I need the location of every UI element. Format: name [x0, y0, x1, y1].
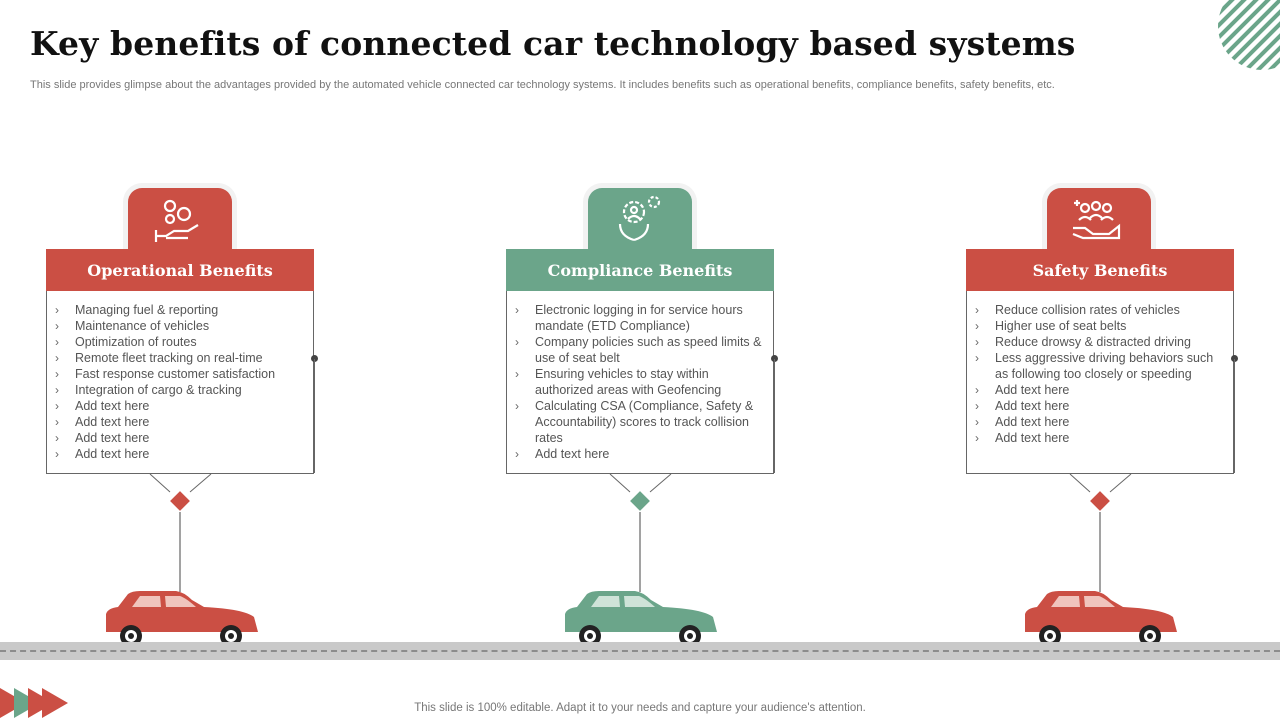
- operational-list-panel: ›Managing fuel & reporting ›Maintenance …: [46, 291, 314, 474]
- list-item: ›Add text here: [975, 431, 1070, 445]
- list-item: ›Add text here: [55, 447, 150, 461]
- diamond-marker: [170, 491, 190, 511]
- diamond-marker: [630, 491, 650, 511]
- operational-list: ›Managing fuel & reporting ›Maintenance …: [47, 291, 313, 462]
- list-item: ›Electronic logging in for service hours…: [515, 303, 743, 333]
- car-icon: [106, 591, 258, 647]
- diamond-marker: [1090, 491, 1110, 511]
- list-item: ›Add text here: [975, 383, 1070, 397]
- list-item: ›Add text here: [55, 431, 150, 445]
- list-item: ›Add text here: [975, 415, 1070, 429]
- arrow-triangles-decoration: [0, 688, 68, 718]
- list-item: ›Managing fuel & reporting: [55, 303, 219, 317]
- card-2-pointer: [609, 473, 672, 592]
- compliance-icon-tab: [588, 188, 692, 254]
- connector-line: [1234, 359, 1235, 473]
- list-item: ›Company policies such as speed limits &…: [515, 335, 762, 365]
- list-item: ›Fast response customer satisfaction: [55, 367, 276, 381]
- connector-dot: [1231, 355, 1238, 362]
- compliance-heading: Compliance Benefits: [506, 249, 774, 291]
- list-item: ›Add text here: [975, 399, 1070, 413]
- page-title: Key benefits of connected car technology…: [30, 24, 1076, 63]
- list-item: ›Add text here: [55, 399, 150, 413]
- safety-icon-tab: [1047, 188, 1151, 254]
- safety-list: ›Reduce collision rates of vehicles ›Hig…: [967, 291, 1233, 446]
- list-item: ›Higher use of seat belts: [975, 319, 1127, 333]
- connector-dot: [771, 355, 778, 362]
- footer-note: This slide is 100% editable. Adapt it to…: [414, 702, 866, 714]
- card-3-pointer: [1069, 473, 1132, 592]
- safety-heading: Safety Benefits: [966, 249, 1234, 291]
- list-item: ›Add text here: [55, 415, 150, 429]
- list-item: ›Reduce drowsy & distracted driving: [975, 335, 1191, 349]
- list-item: ›Maintenance of vehicles: [55, 319, 210, 333]
- connector-dot: [311, 355, 318, 362]
- list-item: ›Remote fleet tracking on real-time: [55, 351, 263, 365]
- car-icon: [565, 591, 717, 647]
- compliance-list: ›Electronic logging in for service hours…: [507, 291, 773, 462]
- page-subtitle: This slide provides glimpse about the ad…: [30, 79, 1055, 91]
- list-item: ›Less aggressive driving behaviors such …: [975, 351, 1214, 381]
- connector-line: [774, 359, 775, 473]
- compliance-list-panel: ›Electronic logging in for service hours…: [506, 291, 774, 474]
- list-item: ›Optimization of routes: [55, 335, 197, 349]
- operational-icon-tab: [128, 188, 232, 254]
- gear-person-hands-icon: [618, 195, 661, 242]
- card-1-pointer: [149, 473, 212, 592]
- list-item: ›Reduce collision rates of vehicles: [975, 303, 1180, 317]
- striped-circle-decoration: [1218, 0, 1280, 70]
- safety-list-panel: ›Reduce collision rates of vehicles ›Hig…: [966, 291, 1234, 474]
- list-item: ›Ensuring vehicles to stay within author…: [515, 367, 722, 397]
- road-lane-marking: [0, 650, 1280, 652]
- hand-gears-icon: [154, 199, 199, 242]
- list-item: ›Calculating CSA (Compliance, Safety & A…: [515, 399, 754, 445]
- list-item: ›Add text here: [515, 447, 610, 461]
- connector-line: [314, 359, 315, 473]
- operational-heading: Operational Benefits: [46, 249, 314, 291]
- hand-people-icon: [1072, 200, 1121, 240]
- car-icon: [1025, 591, 1177, 647]
- list-item: ›Integration of cargo & tracking: [55, 383, 242, 397]
